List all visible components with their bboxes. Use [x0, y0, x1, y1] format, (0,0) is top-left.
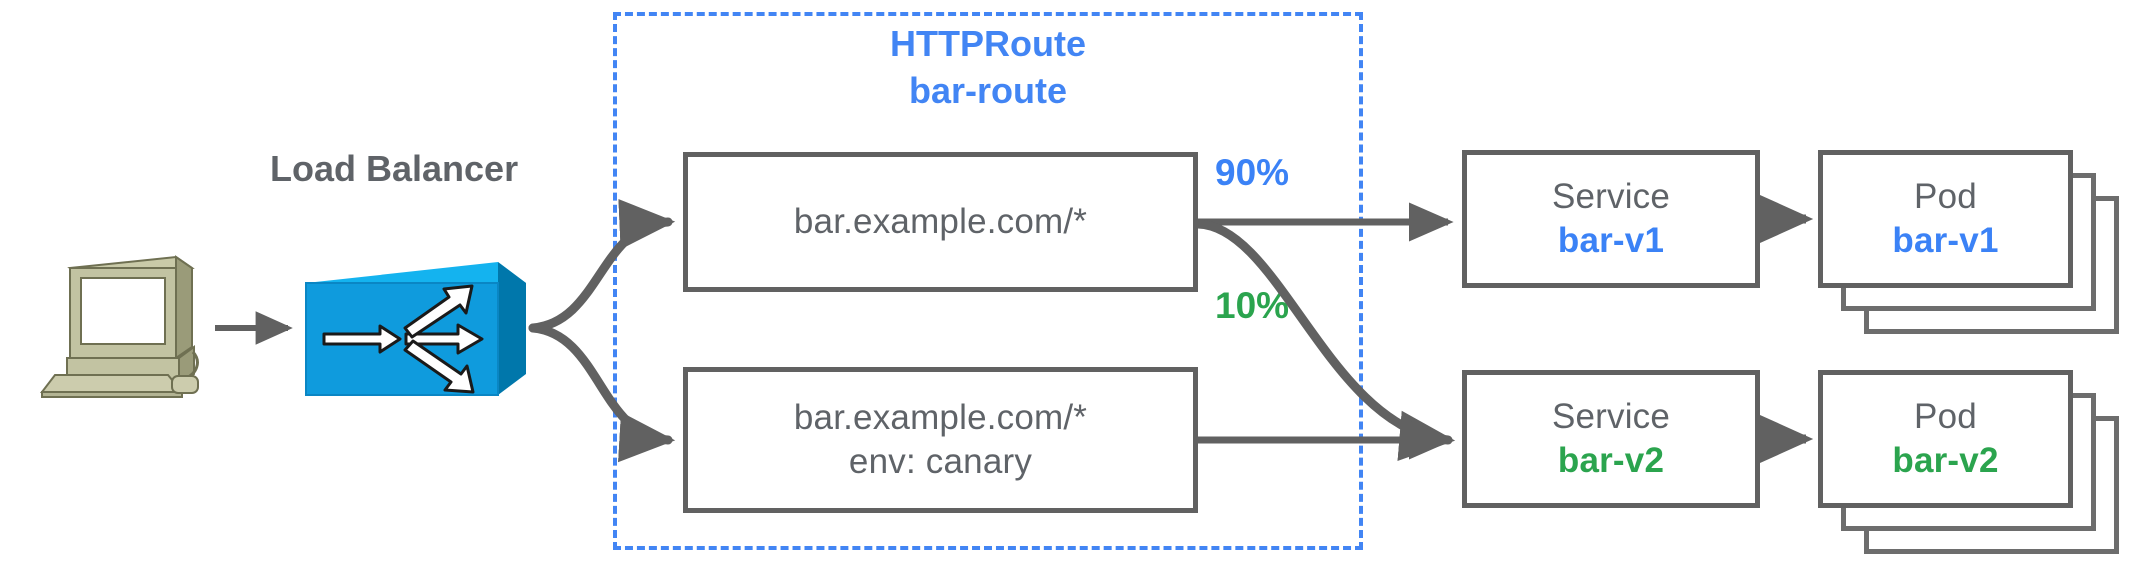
arrow-rule1-to-service-v2: [1193, 219, 1456, 461]
weight-90-text: 90%: [1215, 152, 1290, 193]
httproute-region: [613, 12, 1363, 550]
arrow-lb-to-rule-2: [528, 323, 676, 463]
service-bar-v1-name: bar-v1: [1557, 221, 1665, 260]
pod-bar-v2-name: bar-v2: [1892, 441, 1999, 480]
httproute-kind-label: HTTPRoute: [613, 22, 1363, 66]
client-computer-icon: [36, 244, 201, 398]
httproute-name-label: bar-route: [613, 69, 1363, 113]
httproute-rule-box-1[interactable]: bar.example.com/*: [683, 152, 1198, 292]
pod-bar-v1-kind: Pod: [1914, 177, 1977, 217]
service-box-bar-v2[interactable]: Service bar-v2: [1462, 370, 1760, 508]
pod-bar-v1-name: bar-v1: [1892, 221, 1999, 260]
pod-box-bar-v2[interactable]: Pod bar-v2: [1818, 370, 2073, 508]
rule-2-header-text: env: canary: [848, 442, 1033, 481]
weight-label-90: 90%: [1215, 152, 1289, 194]
httproute-kind-text: HTTPRoute: [890, 23, 1086, 64]
rule-1-match-text: bar.example.com/*: [793, 202, 1088, 242]
service-bar-v1-kind: Service: [1551, 177, 1671, 217]
httproute-rule-box-2[interactable]: bar.example.com/* env: canary: [683, 367, 1198, 513]
service-bar-v2-name: bar-v2: [1557, 441, 1665, 480]
load-balancer-label: Load Balancer: [270, 148, 518, 190]
service-bar-v2-kind: Service: [1551, 397, 1671, 437]
pod-box-bar-v1[interactable]: Pod bar-v1: [1818, 150, 2073, 288]
pod-bar-v2-kind: Pod: [1914, 397, 1977, 437]
load-balancer-icon: [300, 256, 532, 402]
load-balancer-label-text: Load Balancer: [270, 148, 519, 189]
weight-label-10: 10%: [1215, 285, 1289, 327]
weight-10-text: 10%: [1215, 285, 1290, 326]
rule-2-match-text: bar.example.com/*: [793, 398, 1088, 438]
service-box-bar-v1[interactable]: Service bar-v1: [1462, 150, 1760, 288]
httproute-name-text: bar-route: [908, 70, 1067, 111]
arrow-lb-to-rule-1: [528, 199, 676, 333]
